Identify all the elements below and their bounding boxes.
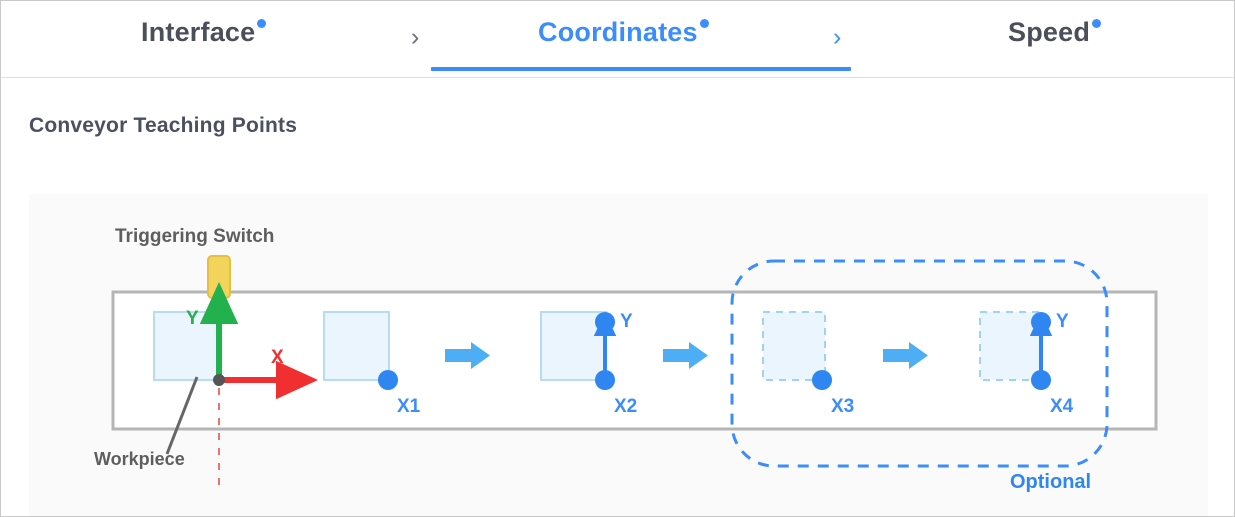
breadcrumb-tabbar: Interface › Coordinates › Speed bbox=[1, 1, 1234, 78]
tab-coordinates-status-dot bbox=[699, 19, 709, 28]
tab-speed-label: Speed bbox=[1008, 17, 1091, 47]
optional-region-outline bbox=[730, 259, 1109, 468]
point-label-x1: X1 bbox=[397, 396, 421, 417]
tab-coordinates-label: Coordinates bbox=[538, 17, 698, 47]
tab-coordinates[interactable]: Coordinates bbox=[538, 17, 709, 61]
axis-y-label: Y bbox=[186, 308, 199, 329]
flow-arrow-1 bbox=[445, 342, 490, 369]
workpiece-box-x3 bbox=[762, 311, 826, 381]
axis-x-label: X bbox=[271, 347, 284, 368]
page-title: Conveyor Teaching Points bbox=[29, 114, 298, 137]
conveyor-diagram-svg bbox=[111, 255, 1158, 490]
optional-label: Optional bbox=[1010, 471, 1092, 493]
flow-arrow-3 bbox=[883, 342, 928, 369]
point-dot-x1 bbox=[378, 370, 398, 390]
workpiece-label: Workpiece bbox=[94, 449, 185, 469]
tab-speed-status-dot bbox=[1092, 19, 1102, 28]
triggering-switch-marker bbox=[207, 255, 231, 299]
point-dot-x4-top bbox=[1031, 312, 1051, 332]
workpiece-box-x1 bbox=[323, 311, 390, 381]
tab-active-underline bbox=[431, 67, 851, 71]
workpiece-leader-line bbox=[165, 376, 199, 455]
breadcrumb-chevron-2: › bbox=[833, 23, 842, 51]
triggering-switch-label: Triggering Switch bbox=[115, 226, 275, 247]
flow-arrow-2 bbox=[663, 342, 708, 369]
axis-origin-dot bbox=[213, 374, 225, 386]
point-y-label-x4: Y bbox=[1056, 311, 1069, 332]
point-label-x2: X2 bbox=[614, 396, 638, 417]
point-dot-x2-top bbox=[595, 312, 615, 332]
breadcrumb-chevron-1: › bbox=[411, 23, 420, 51]
tab-interface[interactable]: Interface bbox=[141, 17, 267, 61]
point-dot-x3 bbox=[812, 370, 832, 390]
point-dot-x2-bottom bbox=[595, 370, 615, 390]
tab-interface-status-dot bbox=[257, 19, 267, 28]
tab-speed[interactable]: Speed bbox=[1008, 17, 1102, 61]
point-dot-x4-bottom bbox=[1031, 370, 1051, 390]
tab-interface-label: Interface bbox=[141, 17, 256, 47]
conveyor-diagram-panel: Triggering Switch Workpiece Optional Y X… bbox=[29, 194, 1208, 516]
point-y-label-x2: Y bbox=[620, 311, 633, 332]
point-label-x4: X4 bbox=[1050, 396, 1074, 417]
point-label-x3: X3 bbox=[831, 396, 855, 417]
